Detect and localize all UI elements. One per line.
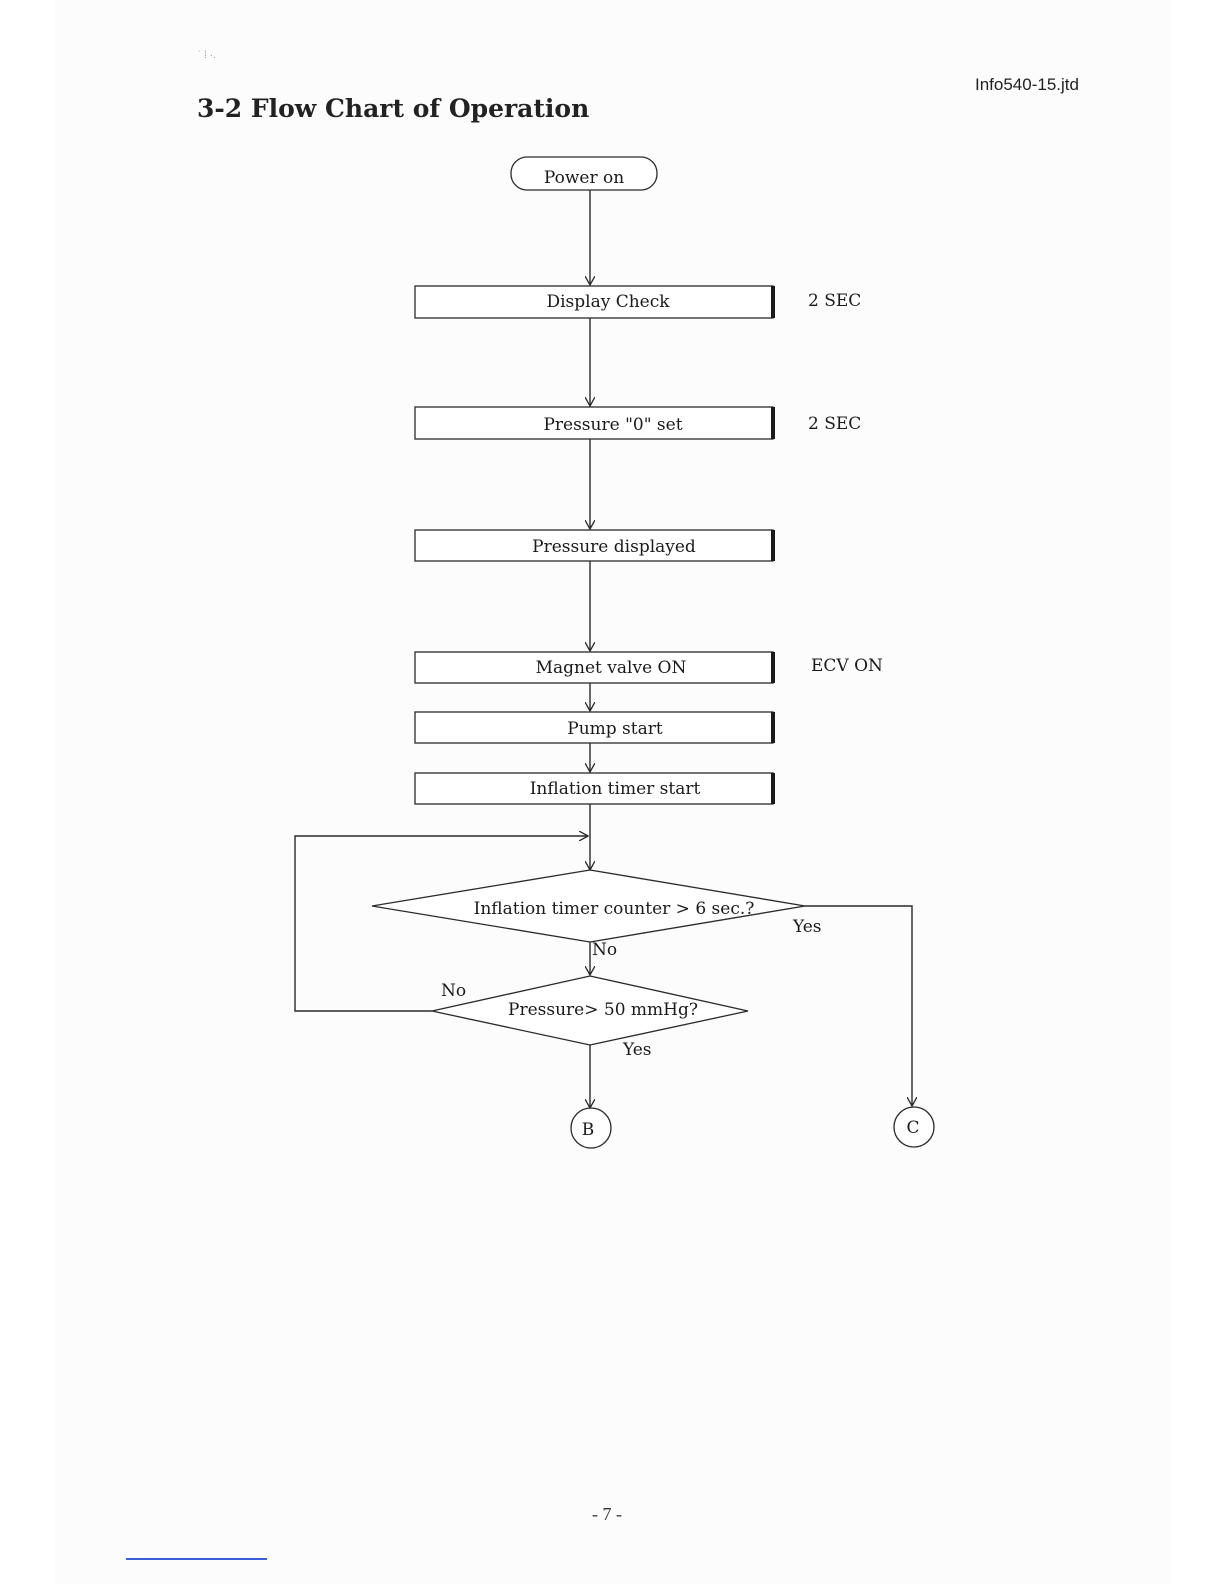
step-inflation-timer-start: Inflation timer start — [415, 773, 773, 804]
step-magnet-valve-on: Magnet valve ON — [415, 652, 773, 683]
step-note: ECV ON — [811, 656, 883, 676]
decision-no-label: No — [592, 940, 617, 960]
step-note: 2 SEC — [808, 414, 861, 434]
start-terminator: Power on — [511, 157, 657, 190]
decision-yes-label: Yes — [792, 917, 822, 937]
decision-yes-label: Yes — [622, 1040, 652, 1060]
footer-link-underline — [126, 1558, 267, 1560]
step-pressure-displayed: Pressure displayed — [415, 530, 773, 561]
step-label: Display Check — [546, 292, 670, 312]
decision-inflation-timer: Inflation timer counter > 6 sec.? — [372, 870, 805, 942]
step-label: Inflation timer start — [530, 779, 701, 799]
decision-label: Pressure> 50 mmHg? — [508, 1000, 698, 1020]
step-note: 2 SEC — [808, 291, 861, 311]
connector-label: C — [906, 1118, 919, 1138]
page-number: - 7 - — [592, 1504, 622, 1525]
start-label: Power on — [544, 168, 624, 188]
step-label: Pressure displayed — [532, 537, 696, 557]
connector-label: B — [582, 1120, 595, 1140]
step-label: Pressure "0" set — [543, 415, 682, 435]
step-pump-start: Pump start — [415, 712, 773, 743]
step-pressure-zero-set: Pressure "0" set — [415, 407, 773, 439]
connector-b: B — [571, 1108, 611, 1148]
decision-label: Inflation timer counter > 6 sec.? — [474, 899, 755, 919]
step-label: Magnet valve ON — [536, 658, 687, 678]
decision-no-label: No — [441, 981, 466, 1001]
decision-pressure-threshold: Pressure> 50 mmHg? — [432, 976, 748, 1045]
step-display-check: Display Check — [415, 286, 773, 318]
connector-c: C — [894, 1107, 934, 1147]
step-label: Pump start — [567, 719, 663, 739]
